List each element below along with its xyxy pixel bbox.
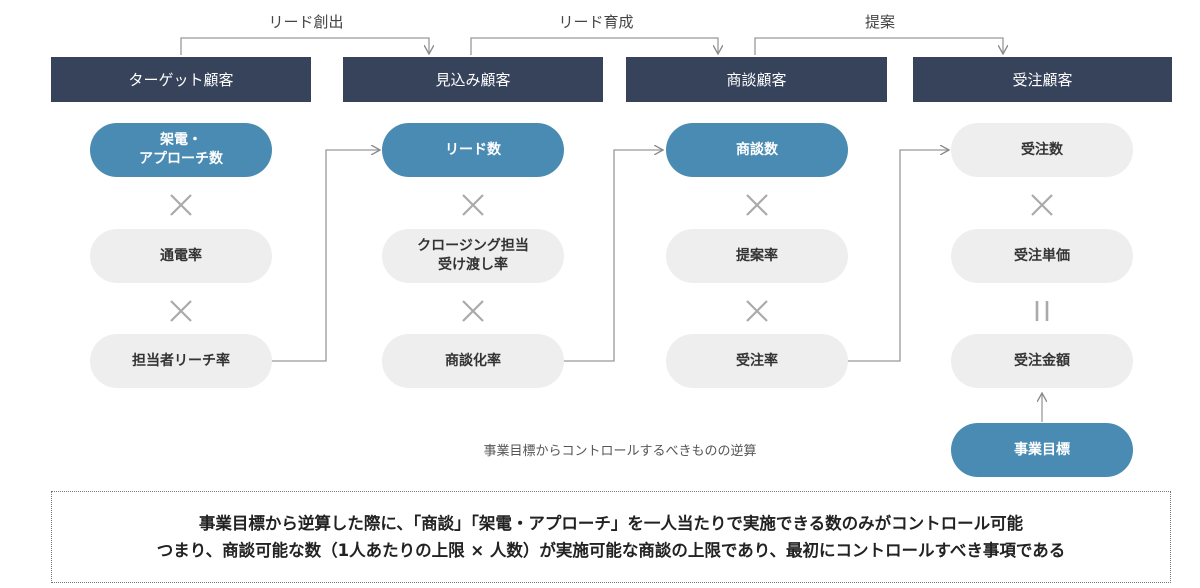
pill-closing-handover-rate: クロージング担当 受け渡し率 bbox=[382, 229, 564, 283]
flow-arrow-col3-to-col4 bbox=[848, 150, 948, 362]
pill-order-amount: 受注金額 bbox=[951, 334, 1133, 388]
pill-connection-rate: 通電率 bbox=[90, 229, 272, 283]
summary-note-line-1: 事業目標から逆算した際に、「商談」「架電・アプローチ」を一人当たりで実施できる数… bbox=[198, 514, 1024, 533]
multiply-icon bbox=[170, 194, 192, 216]
pill-order-rate: 受注率 bbox=[666, 334, 848, 388]
flow-arrow-col1-to-col2 bbox=[272, 150, 379, 362]
pill-reach-rate: 担当者リーチ率 bbox=[90, 334, 272, 388]
header-target-customer: ターゲット顧客 bbox=[51, 57, 311, 102]
pill-business-goal: 事業目標 bbox=[951, 423, 1133, 477]
flow-arrow-col2-to-col3 bbox=[564, 150, 662, 362]
stage-arrow-lead-nurturing bbox=[470, 37, 718, 55]
stage-arrow-lead-creation bbox=[180, 37, 429, 55]
summary-note: 事業目標から逆算した際に、「商談」「架電・アプローチ」を一人当たりで実施できる数… bbox=[51, 491, 1171, 583]
pill-lead-count: リード数 bbox=[382, 123, 564, 177]
multiply-icon bbox=[746, 300, 768, 322]
pill-call-approach-count: 架電・ アプローチ数 bbox=[90, 123, 272, 177]
multiply-icon bbox=[746, 194, 768, 216]
header-negotiation-customer: 商談顧客 bbox=[626, 57, 887, 102]
pill-order-unit-price: 受注単価 bbox=[951, 229, 1133, 283]
multiply-icon bbox=[462, 300, 484, 322]
pill-proposal-rate: 提案率 bbox=[666, 229, 848, 283]
multiply-icon bbox=[1031, 194, 1053, 216]
pill-deal-conversion-rate: 商談化率 bbox=[382, 334, 564, 388]
diagram-caption: 事業目標からコントロールするべきものの逆算 bbox=[483, 444, 757, 459]
stage-label-lead-creation: リード創出 bbox=[268, 13, 344, 31]
header-prospect-customer: 見込み顧客 bbox=[343, 57, 603, 102]
stage-label-proposal: 提案 bbox=[864, 13, 895, 31]
stage-label-lead-nurturing: リード育成 bbox=[558, 13, 634, 31]
summary-note-line-2: つまり、商談可能な数（1人あたりの上限 × 人数）が実施可能な商談の上限であり、… bbox=[156, 541, 1066, 560]
pill-order-count: 受注数 bbox=[951, 123, 1133, 177]
stage-arrow-proposal bbox=[754, 37, 1003, 55]
multiply-icon bbox=[170, 300, 192, 322]
equals-icon bbox=[1035, 301, 1049, 321]
pill-deal-count: 商談数 bbox=[666, 123, 848, 177]
header-order-customer: 受注顧客 bbox=[913, 57, 1172, 102]
multiply-icon bbox=[462, 194, 484, 216]
